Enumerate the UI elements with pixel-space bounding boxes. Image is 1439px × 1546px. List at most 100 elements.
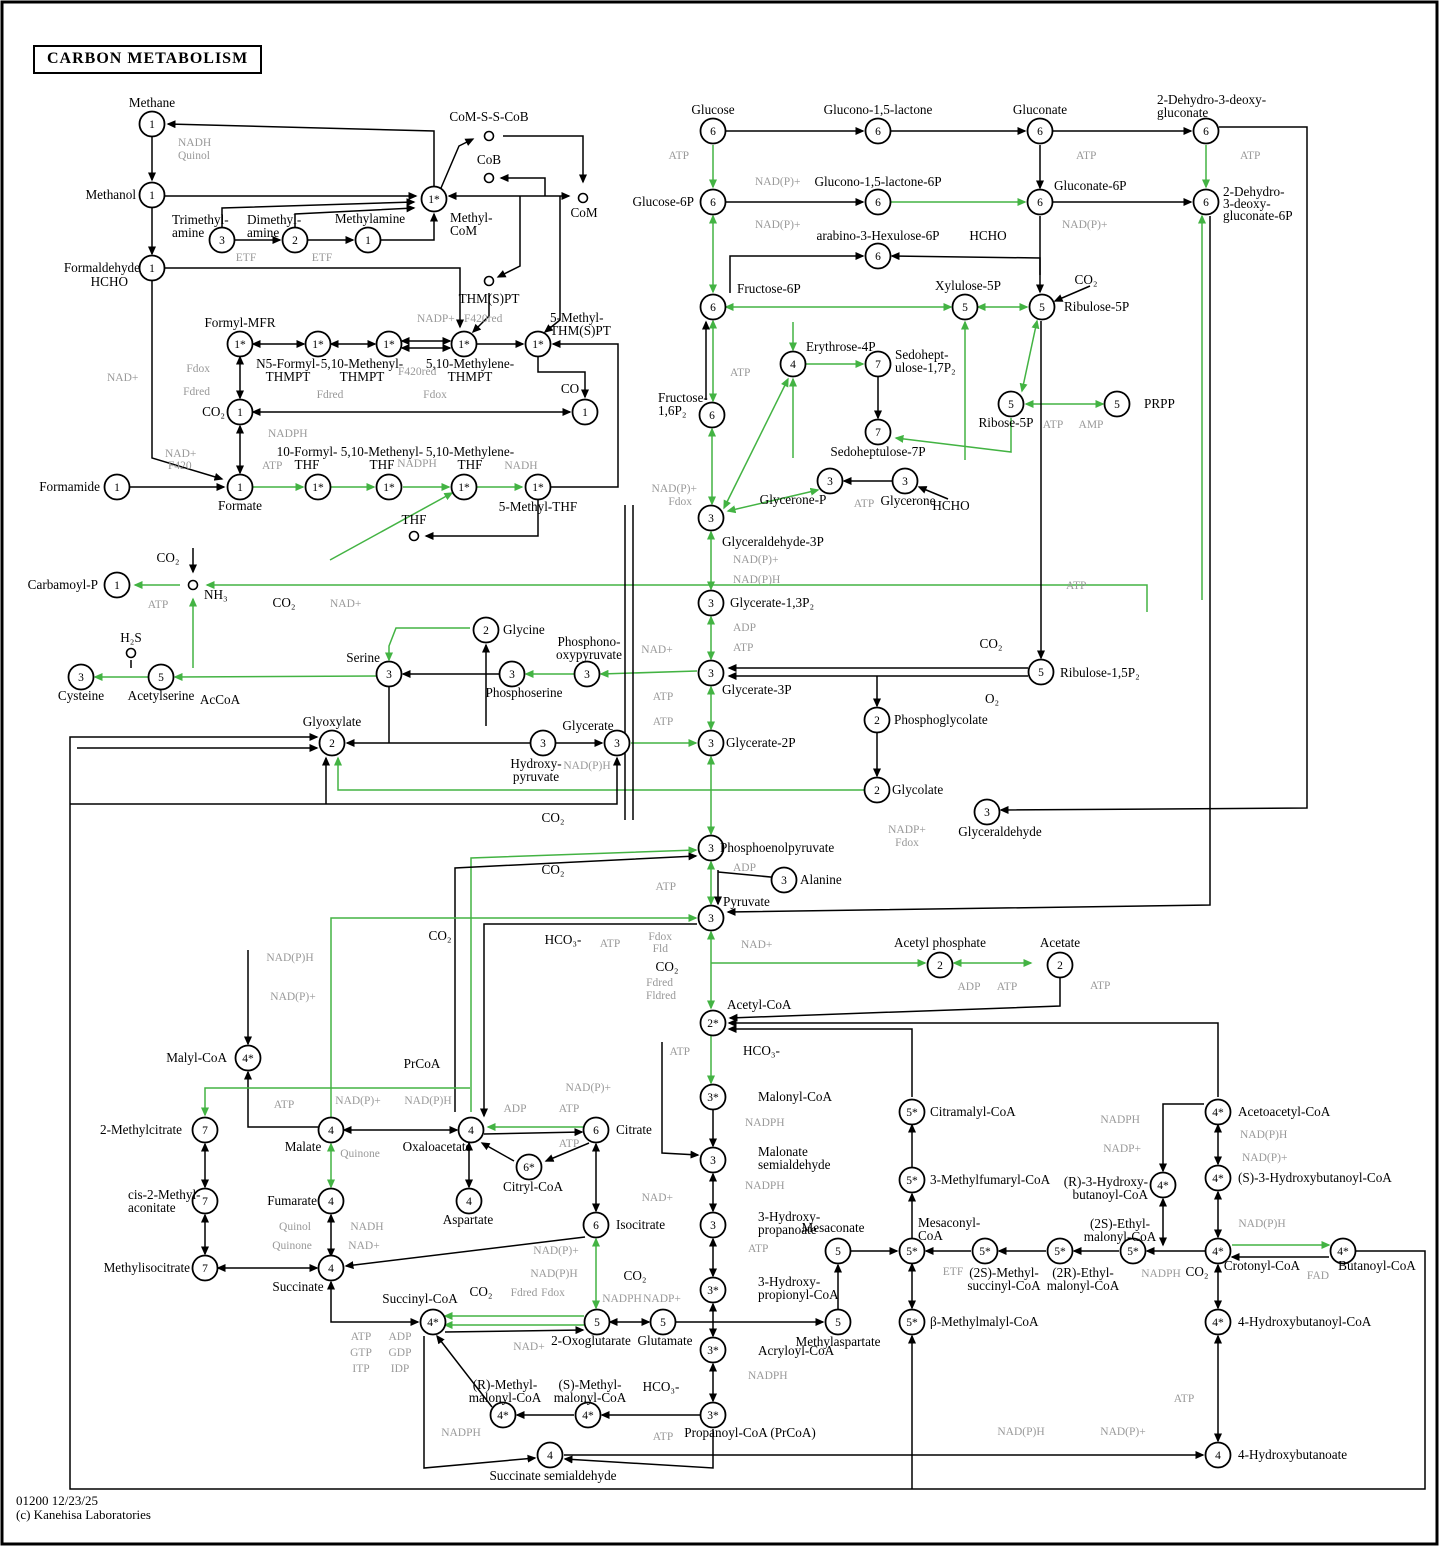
reaction-node[interactable]: 1* (304, 473, 332, 501)
reaction-node[interactable]: 2 (1046, 951, 1074, 979)
reaction-node[interactable]: 4* (1204, 1308, 1232, 1336)
reaction-node[interactable]: 1 (103, 571, 131, 599)
reaction-node[interactable]: 4* (1204, 1164, 1232, 1192)
reaction-node[interactable]: 3 (891, 467, 919, 495)
reaction-node[interactable]: 5* (971, 1237, 999, 1265)
reaction-node[interactable]: 1 (138, 110, 166, 138)
reaction-node[interactable]: 4* (1149, 1171, 1177, 1199)
reaction-node[interactable]: 3 (67, 663, 95, 691)
reaction-node[interactable]: 3 (529, 729, 557, 757)
reaction-node[interactable]: 3 (498, 660, 526, 688)
reaction-node[interactable]: 5* (1119, 1237, 1147, 1265)
reaction-node[interactable]: 5 (1028, 293, 1056, 321)
reaction-node[interactable]: 2 (863, 706, 891, 734)
reaction-node[interactable]: 6 (1026, 188, 1054, 216)
reaction-node[interactable]: 4 (779, 350, 807, 378)
reaction-node[interactable]: 3* (699, 1083, 727, 1111)
reaction-node[interactable]: 5* (898, 1098, 926, 1126)
reaction-node[interactable]: 6 (1192, 188, 1220, 216)
reaction-node[interactable]: 4* (489, 1401, 517, 1429)
reaction-node[interactable]: 3* (699, 1276, 727, 1304)
reaction-node[interactable]: 4* (1204, 1237, 1232, 1265)
reaction-node[interactable]: 2 (318, 729, 346, 757)
reaction-node[interactable]: 3 (770, 866, 798, 894)
reaction-node[interactable]: 6* (515, 1153, 543, 1181)
reaction-node[interactable]: 3 (699, 1211, 727, 1239)
reaction-node[interactable]: 2 (926, 951, 954, 979)
reaction-node[interactable]: 5 (951, 293, 979, 321)
reaction-node[interactable]: 4 (317, 1187, 345, 1215)
reaction-node[interactable]: 5 (997, 390, 1025, 418)
reaction-node[interactable]: 4* (234, 1044, 262, 1072)
reaction-node[interactable]: 4* (419, 1308, 447, 1336)
reaction-node[interactable]: 3 (973, 798, 1001, 826)
reaction-node[interactable]: 2 (472, 616, 500, 644)
reaction-node[interactable]: 3 (699, 1146, 727, 1174)
reaction-node[interactable]: 3 (697, 659, 725, 687)
reaction-node[interactable]: 1* (226, 330, 254, 358)
reaction-node[interactable]: 6 (699, 117, 727, 145)
reaction-node[interactable]: 3 (603, 729, 631, 757)
reaction-node[interactable]: 1* (375, 330, 403, 358)
reaction-node[interactable]: 3 (208, 226, 236, 254)
reaction-node[interactable]: 1* (450, 330, 478, 358)
reaction-node[interactable]: 7 (191, 1116, 219, 1144)
compound-port[interactable] (187, 579, 199, 591)
reaction-node[interactable]: 3 (697, 504, 725, 532)
reaction-node[interactable]: 4* (1329, 1237, 1357, 1265)
reaction-node[interactable]: 6 (582, 1211, 610, 1239)
reaction-node[interactable]: 7 (864, 418, 892, 446)
reaction-node[interactable]: 4 (317, 1116, 345, 1144)
reaction-node[interactable]: 5 (1027, 658, 1055, 686)
reaction-node[interactable]: 3* (699, 1336, 727, 1364)
reaction-node[interactable]: 3 (697, 729, 725, 757)
reaction-node[interactable]: 5 (583, 1308, 611, 1336)
compound-port[interactable] (577, 192, 589, 204)
reaction-node[interactable]: 3 (697, 834, 725, 862)
reaction-node[interactable]: 4 (455, 1187, 483, 1215)
reaction-node[interactable]: 1 (226, 398, 254, 426)
reaction-node[interactable]: 5* (1046, 1237, 1074, 1265)
reaction-node[interactable]: 1 (138, 254, 166, 282)
reaction-node[interactable]: 3 (375, 660, 403, 688)
reaction-node[interactable]: 1 (138, 181, 166, 209)
compound-port[interactable] (408, 530, 420, 542)
reaction-node[interactable]: 5 (649, 1308, 677, 1336)
reaction-node[interactable]: 1* (524, 473, 552, 501)
reaction-node[interactable]: 1 (571, 398, 599, 426)
reaction-node[interactable]: 2* (699, 1009, 727, 1037)
reaction-node[interactable]: 6 (699, 188, 727, 216)
reaction-node[interactable]: 6 (864, 188, 892, 216)
reaction-node[interactable]: 1* (524, 330, 552, 358)
reaction-node[interactable]: 2 (281, 226, 309, 254)
reaction-node[interactable]: 4* (574, 1401, 602, 1429)
reaction-node[interactable]: 5* (898, 1308, 926, 1336)
reaction-node[interactable]: 6 (698, 401, 726, 429)
reaction-node[interactable]: 1* (375, 473, 403, 501)
reaction-node[interactable]: 5 (147, 663, 175, 691)
reaction-node[interactable]: 3* (699, 1401, 727, 1429)
reaction-node[interactable]: 6 (582, 1116, 610, 1144)
reaction-node[interactable]: 4 (457, 1116, 485, 1144)
reaction-node[interactable]: 1* (420, 185, 448, 213)
reaction-node[interactable]: 3 (697, 589, 725, 617)
reaction-node[interactable]: 5 (1103, 390, 1131, 418)
reaction-node[interactable]: 4* (1204, 1098, 1232, 1126)
reaction-node[interactable]: 3 (697, 904, 725, 932)
reaction-node[interactable]: 2 (863, 776, 891, 804)
reaction-node[interactable]: 7 (864, 350, 892, 378)
reaction-node[interactable]: 7 (191, 1187, 219, 1215)
reaction-node[interactable]: 7 (191, 1254, 219, 1282)
compound-port[interactable] (483, 275, 495, 287)
reaction-node[interactable]: 1 (354, 226, 382, 254)
reaction-node[interactable]: 3 (573, 660, 601, 688)
reaction-node[interactable]: 5* (898, 1237, 926, 1265)
reaction-node[interactable]: 3 (816, 467, 844, 495)
reaction-node[interactable]: 5* (898, 1166, 926, 1194)
reaction-node[interactable]: 1* (450, 473, 478, 501)
reaction-node[interactable]: 6 (1026, 117, 1054, 145)
reaction-node[interactable]: 6 (1192, 117, 1220, 145)
reaction-node[interactable]: 4 (317, 1254, 345, 1282)
compound-port[interactable] (483, 130, 495, 142)
reaction-node[interactable]: 6 (699, 293, 727, 321)
